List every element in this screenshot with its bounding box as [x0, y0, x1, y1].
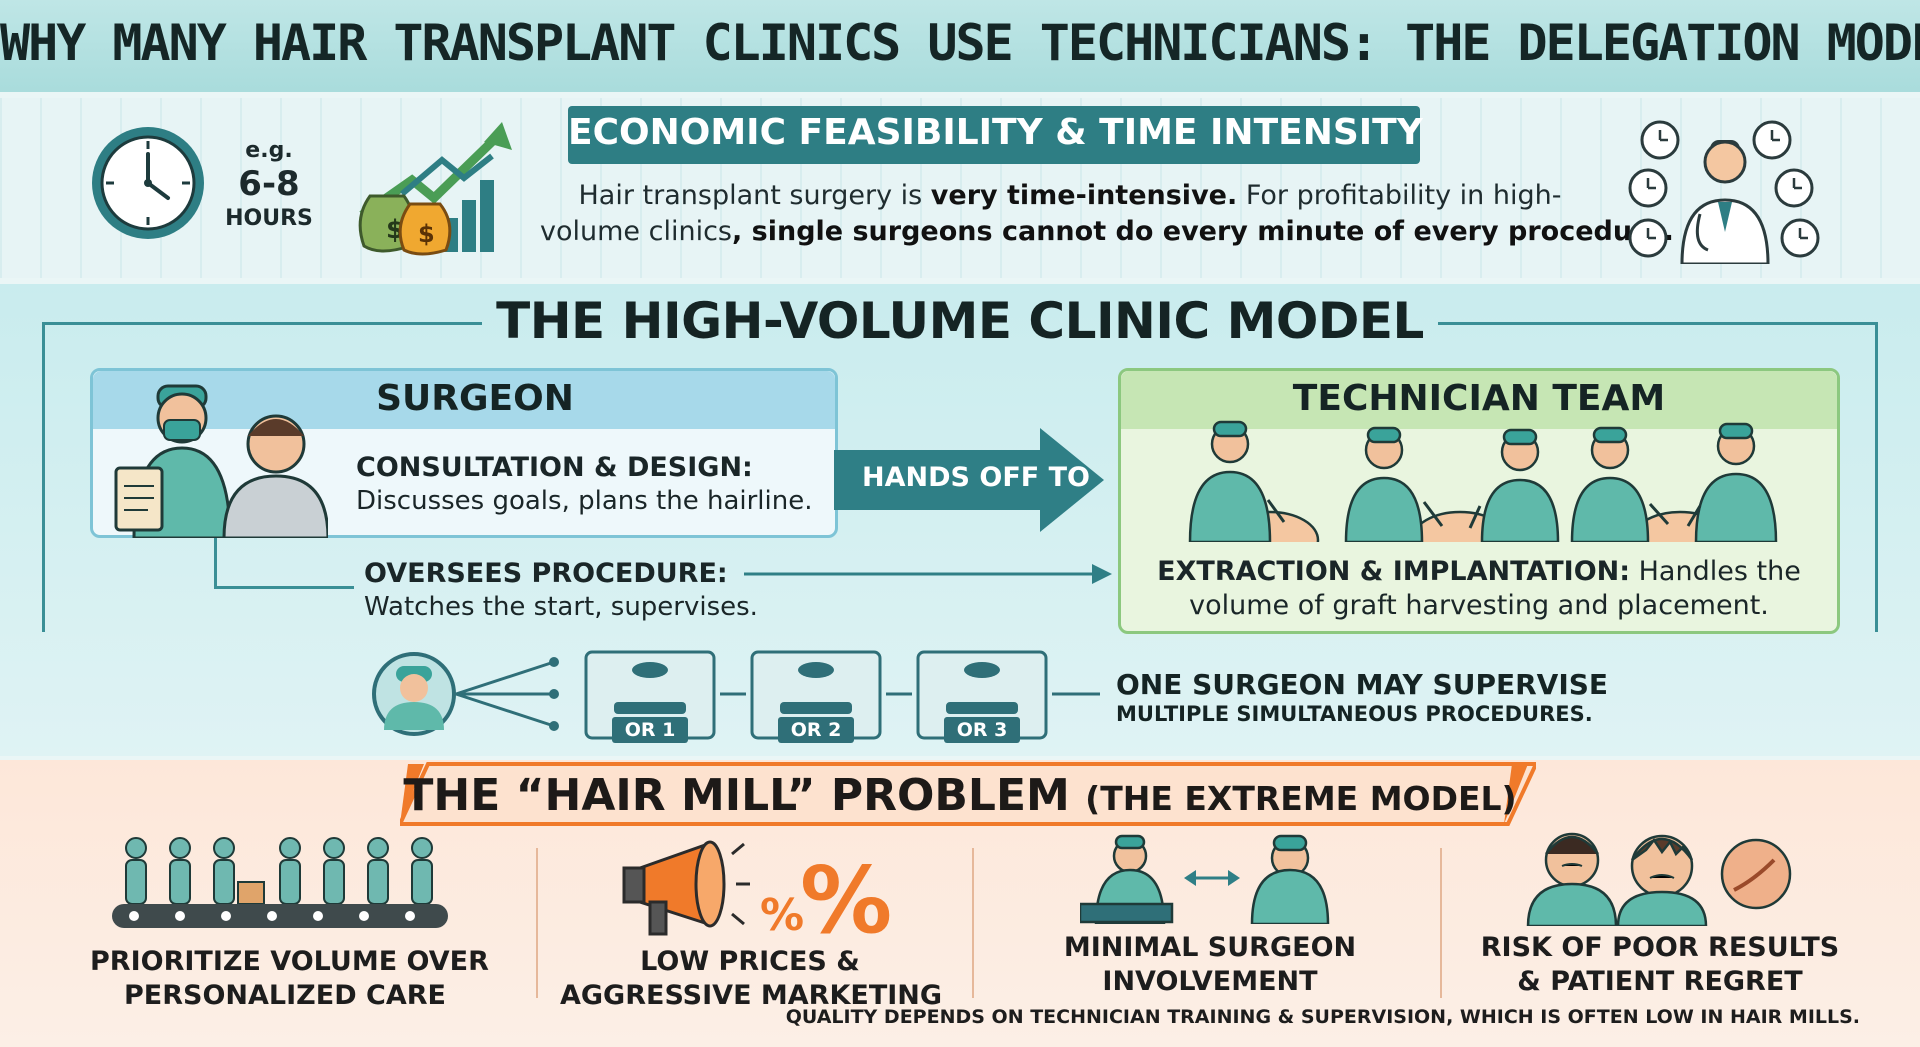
hair-mill-title: THE “HAIR MILL” PROBLEM (THE EXTREME MOD… — [403, 770, 1517, 821]
oversee-arrow-icon — [744, 564, 1112, 584]
surgeon-technician-swap-icon — [1080, 834, 1330, 924]
svg-text:%: % — [760, 890, 804, 941]
hours-label: HOURS — [225, 206, 313, 231]
consultation-label: CONSULTATION & DESIGN: — [356, 452, 753, 483]
doctor-with-clocks-icon — [1628, 120, 1820, 264]
mill-item-4-line1: RISK OF POOR RESULTS — [1480, 932, 1840, 963]
frame-line-right-side — [1875, 322, 1878, 632]
footer-note: QUALITY DEPENDS ON TECHNICIAN TRAINING &… — [785, 1006, 1860, 1028]
oversee-connector-vertical — [214, 538, 217, 588]
mill-item-1-line2: PERSONALIZED CARE — [124, 980, 446, 1011]
mill-item-2-line2: AGGRESSIVE MARKETING — [560, 980, 943, 1011]
consultation-text: Discusses goals, plans the hairline. — [356, 486, 813, 516]
economic-text-line1: Hair transplant surgery is very time-int… — [578, 180, 1562, 211]
extraction-line1: EXTRACTION & IMPLANTATION: Handles the — [1157, 556, 1801, 587]
handoff-arrow-icon — [834, 428, 1104, 532]
handoff-label: HANDS OFF TO — [862, 462, 1090, 493]
mill-item-1-line1: PRIORITIZE VOLUME OVER — [90, 946, 489, 977]
sad-patient-scar-icon — [1526, 832, 1792, 926]
conveyor-belt-people-icon — [112, 837, 448, 928]
economic-heading-pill — [568, 106, 1420, 164]
surgeon-card-header — [93, 371, 835, 429]
eg-label: e.g. — [245, 138, 293, 163]
megaphone-percent-icon: % % — [622, 840, 892, 942]
svg-text:%: % — [800, 847, 892, 942]
or-room-label-3: OR 3 — [944, 717, 1020, 743]
page-title: WHY MANY HAIR TRANSPLANT CLINICS USE TEC… — [0, 14, 1920, 72]
mill-divider-2 — [972, 848, 974, 998]
technician-card-header — [1121, 371, 1837, 429]
mill-divider-3 — [1440, 848, 1442, 998]
title-bar — [0, 0, 1920, 92]
or-room-label-1: OR 1 — [612, 717, 688, 743]
money-bag-growth-icon: $ $ — [358, 122, 512, 256]
economic-heading: ECONOMIC FEASIBILITY & TIME INTENSITY — [568, 112, 1423, 153]
clock-icon — [92, 127, 204, 239]
frame-line-left-side — [42, 322, 45, 632]
multi-supervise-line2: MULTIPLE SIMULTANEOUS PROCEDURES. — [1116, 702, 1593, 726]
extraction-line2: volume of graft harvesting and placement… — [1189, 590, 1769, 621]
hair-mill-title-banner — [400, 762, 1536, 826]
clinic-model-title: THE HIGH-VOLUME CLINIC MODEL — [496, 292, 1424, 350]
frame-line-left-top — [42, 322, 482, 325]
mill-item-4-line2: & PATIENT REGRET — [1517, 966, 1803, 997]
mill-item-3-line2: INVOLVEMENT — [1102, 966, 1318, 997]
surgeon-title: SURGEON — [376, 378, 574, 419]
oversee-connector-horizontal — [214, 586, 354, 589]
oversee-text: Watches the start, supervises. — [364, 592, 758, 622]
oversee-label: OVERSEES PROCEDURE: — [364, 558, 728, 589]
technician-team-icon — [1188, 420, 1778, 542]
multi-supervise-line1: ONE SURGEON MAY SUPERVISE — [1116, 668, 1609, 701]
frame-line-right-top — [1438, 322, 1878, 325]
svg-text:$: $ — [418, 220, 435, 248]
mill-divider-1 — [536, 848, 538, 998]
or-room-label-2: OR 2 — [778, 717, 854, 743]
surgeon-with-patient-icon — [114, 384, 328, 538]
technician-title: TECHNICIAN TEAM — [1292, 378, 1666, 419]
mill-item-2-line1: LOW PRICES & — [640, 946, 860, 977]
hours-value: 6-8 — [238, 164, 300, 204]
mill-item-3-line1: MINIMAL SURGEON — [1063, 932, 1357, 963]
economic-text-line2: volume clinics, single surgeons cannot d… — [540, 216, 1674, 247]
